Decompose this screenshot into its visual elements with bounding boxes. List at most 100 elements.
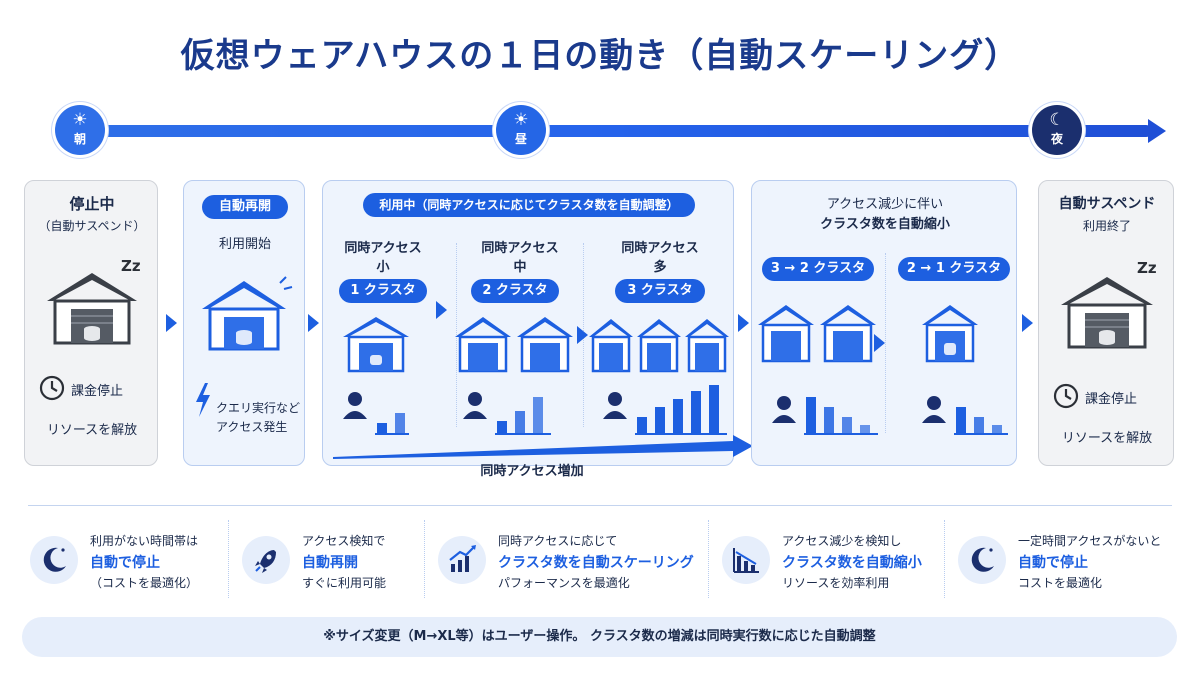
feature-line1: 同時アクセスに応じて xyxy=(498,534,618,548)
resume-note-2: アクセス発生 xyxy=(216,420,288,434)
increase-label: 同時アクセス増加 xyxy=(480,464,584,479)
stage-title: 停止中 xyxy=(69,195,115,213)
access-bar xyxy=(515,411,525,433)
access-bar xyxy=(974,417,984,433)
increase-ramp-arrow xyxy=(333,435,753,459)
feature-line3: パフォーマンスを最適化 xyxy=(498,576,630,590)
flow-arrow xyxy=(1022,314,1033,332)
user-icon xyxy=(343,392,367,419)
user-icon xyxy=(463,392,487,419)
resume-badge: 自動再開 xyxy=(202,195,288,219)
feature-line1: 一定時間アクセスがないと xyxy=(1018,534,1162,548)
access-bar xyxy=(673,399,683,433)
timeline-node-noon: ☀ 昼 xyxy=(496,105,546,155)
feature-auto-stop: 利用がない時間帯は 自動で停止 （コストを最適化） xyxy=(30,530,225,600)
feature-divider xyxy=(228,520,229,598)
access-bar xyxy=(377,423,387,433)
billing-stopped-label: 課金停止 xyxy=(1085,392,1138,407)
growth-chart-icon xyxy=(438,536,486,584)
access-bar-chart xyxy=(954,405,1008,435)
access-bar xyxy=(824,407,834,433)
feature-line1: 利用がない時間帯は xyxy=(90,534,199,548)
clock-icon xyxy=(1053,383,1079,409)
section-divider xyxy=(28,505,1172,506)
flow-arrow xyxy=(166,314,177,332)
feature-line3: リソースを効率利用 xyxy=(782,576,890,590)
page-title: 仮想ウェアハウスの１日の動き（自動スケーリング） xyxy=(180,36,1020,76)
stage-reduce: アクセス減少に伴い クラスタ数を自動縮小 3 → 2 クラスタ 2 → 1 クラ… xyxy=(751,180,1017,466)
access-label: 同時アクセス xyxy=(621,241,699,256)
resource-release-label: リソースを解放 xyxy=(1061,431,1153,446)
feature-idle-stop: 一定時間アクセスがないと 自動で停止 コストを最適化 xyxy=(958,530,1176,600)
access-bar xyxy=(691,391,701,433)
feature-line1: アクセス減少を検知し xyxy=(782,534,902,548)
access-bar xyxy=(533,397,543,433)
access-level: 小 xyxy=(376,260,390,275)
access-bar xyxy=(842,417,852,433)
cluster-warehouse-icons xyxy=(758,305,876,363)
decline-chart-icon xyxy=(722,536,770,584)
access-label: 同時アクセス xyxy=(344,241,422,256)
sun-icon: ☀ xyxy=(72,110,88,130)
cluster-count-badge: 1 クラスタ xyxy=(339,279,427,303)
feature-line3: すぐに利用可能 xyxy=(302,576,387,590)
access-level: 多 xyxy=(653,260,667,275)
access-bar-chart xyxy=(804,395,878,435)
feature-line3: コストを最適化 xyxy=(1018,576,1103,590)
in-use-badge: 利用中（同時アクセスに応じてクラスタ数を自動調整） xyxy=(363,193,695,217)
sun-icon: ☀ xyxy=(513,110,529,130)
feature-divider xyxy=(944,520,945,598)
feature-auto-resume: アクセス検知で 自動再開 すぐに利用可能 xyxy=(242,530,422,600)
stage-suspend: 自動サスペンド 利用終了 Zz 課金停止 リソースを解放 xyxy=(1038,180,1174,466)
billing-stopped-label: 課金停止 xyxy=(71,384,124,399)
timeline-arrow-head xyxy=(1148,119,1166,143)
stage-resume: 自動再開 利用開始 クエリ実行など アクセス発生 xyxy=(183,180,305,466)
moon-icon xyxy=(958,536,1006,584)
user-icon xyxy=(603,392,627,419)
access-bar xyxy=(806,397,816,433)
access-bar xyxy=(992,425,1002,433)
rocket-icon xyxy=(242,536,290,584)
moon-icon xyxy=(30,536,78,584)
cluster-warehouse-icons xyxy=(589,319,729,373)
cluster-count-badge: 2 クラスタ xyxy=(471,279,559,303)
feature-line1: アクセス検知で xyxy=(302,534,386,548)
access-bar xyxy=(860,425,870,433)
feature-line3: （コストを最適化） xyxy=(90,576,199,590)
access-bar-chart xyxy=(495,395,551,435)
stage-subtitle: （自動サスペンド） xyxy=(38,219,146,233)
feature-line2: 自動で停止 xyxy=(1018,555,1088,571)
column-divider xyxy=(456,243,457,427)
access-bar xyxy=(637,417,647,433)
cluster-warehouse-icons xyxy=(922,305,978,363)
flow-arrow xyxy=(577,326,588,344)
access-bar xyxy=(497,421,507,433)
access-bar xyxy=(655,407,665,433)
feature-auto-scale: 同時アクセスに応じて クラスタ数を自動スケーリング パフォーマンスを最適化 xyxy=(438,530,706,600)
stage-subtitle: 利用終了 xyxy=(1082,219,1131,233)
sleep-zz-icon: Zz xyxy=(1137,259,1157,277)
flow-arrow xyxy=(436,301,447,319)
footnote: ※サイズ変更（M→XL等）はユーザー操作。 クラスタ数の増減は同時実行数に応じた… xyxy=(22,617,1177,657)
access-bar xyxy=(956,407,966,433)
feature-line2: クラスタ数を自動縮小 xyxy=(782,555,922,571)
timeline-node-night: ☾ 夜 xyxy=(1032,105,1082,155)
lightning-icon xyxy=(196,383,210,417)
cluster-warehouse-icons xyxy=(455,317,573,373)
cluster-count-badge: 3 クラスタ xyxy=(615,279,705,303)
feature-divider xyxy=(424,520,425,598)
reduce-heading-2: クラスタ数を自動縮小 xyxy=(820,217,950,232)
warehouse-icon xyxy=(1061,277,1153,349)
access-bar xyxy=(709,385,719,433)
warehouse-icon xyxy=(202,276,293,351)
timeline-node-morning: ☀ 朝 xyxy=(55,105,105,155)
feature-line2: 自動で停止 xyxy=(90,555,160,571)
stage-title: 自動サスペンド xyxy=(1058,196,1156,212)
feature-line2: クラスタ数を自動スケーリング xyxy=(498,555,694,571)
resume-caption: 利用開始 xyxy=(218,237,271,252)
sleep-zz-icon: Zz xyxy=(121,257,141,275)
warehouse-icon xyxy=(47,273,137,345)
stage-in-use: 利用中（同時アクセスに応じてクラスタ数を自動調整） 同時アクセス 小 1 クラス… xyxy=(322,180,753,466)
resume-note-1: クエリ実行など xyxy=(216,401,301,415)
flow-arrow xyxy=(738,314,749,332)
